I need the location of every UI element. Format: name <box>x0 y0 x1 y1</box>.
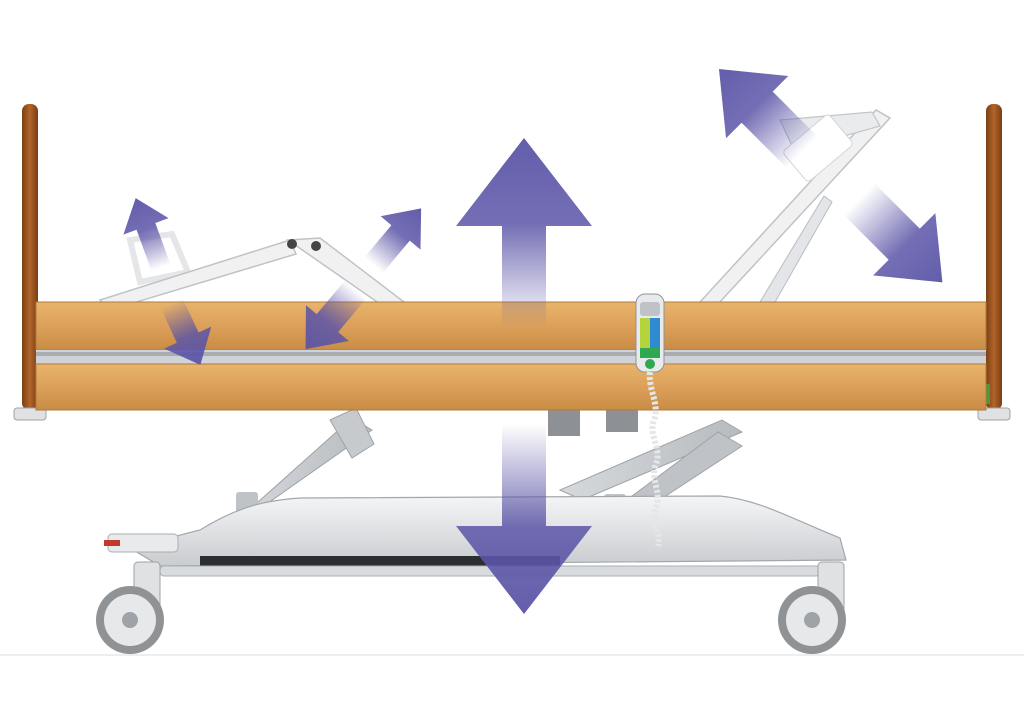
hand-remote <box>636 294 664 372</box>
height-up-arrow <box>456 138 592 328</box>
backrest-lower-arrow <box>828 168 974 314</box>
lower-side-rail <box>36 364 986 410</box>
left-caster <box>96 562 164 654</box>
knee-raise-arrow <box>354 192 441 282</box>
floor-line <box>0 654 1024 656</box>
